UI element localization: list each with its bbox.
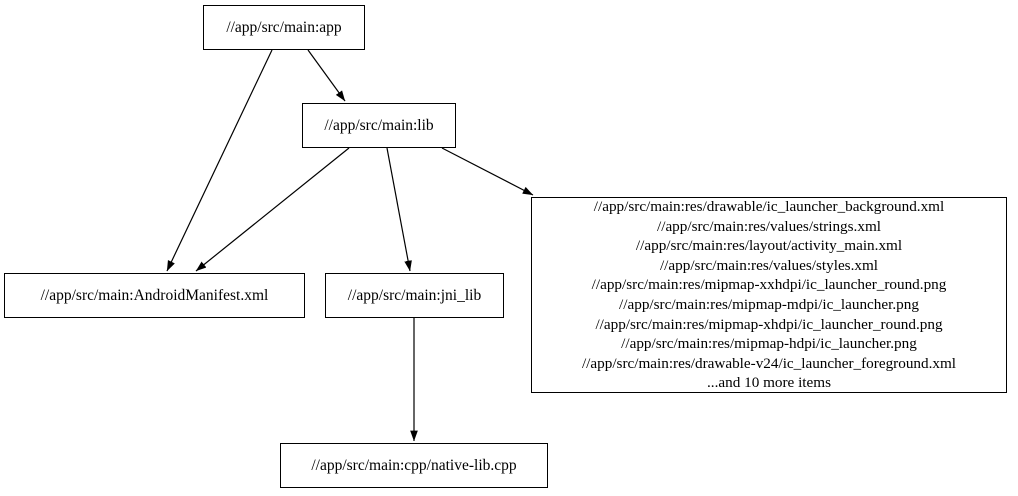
node-android-manifest-label: //app/src/main:AndroidManifest.xml	[40, 286, 269, 304]
resource-line: //app/src/main:res/drawable-v24/ic_launc…	[581, 354, 957, 372]
node-resources-line-list: //app/src/main:res/drawable/ic_launcher_…	[532, 197, 1006, 393]
node-jni-lib-label: //app/src/main:jni_lib	[347, 286, 482, 304]
resource-line: //app/src/main:res/mipmap-mdpi/ic_launch…	[619, 296, 919, 313]
node-android-manifest[interactable]: //app/src/main:AndroidManifest.xml	[4, 273, 305, 318]
node-lib[interactable]: //app/src/main:lib	[302, 103, 456, 148]
edge-lib-to-resources	[441, 147, 534, 196]
resource-line: //app/src/main:res/mipmap-xxhdpi/ic_laun…	[591, 276, 947, 294]
resource-line: //app/src/main:res/mipmap-hdpi/ic_launch…	[621, 335, 917, 353]
node-lib-label: //app/src/main:lib	[324, 116, 434, 134]
resource-line: //app/src/main:res/values/strings.xml	[657, 217, 881, 235]
edge-app-to-manifest	[166, 49, 273, 272]
edge-lib-to-jni-lib	[386, 147, 412, 272]
resource-line: //app/src/main:res/drawable/ic_launcher_…	[593, 198, 945, 216]
resource-line: //app/src/main:res/values/styles.xml	[659, 256, 879, 274]
resource-line: ...and 10 more items	[706, 374, 831, 392]
edge-app-to-lib	[307, 49, 346, 102]
node-native-lib-cpp[interactable]: //app/src/main:cpp/native-lib.cpp	[280, 443, 548, 488]
node-app-label: //app/src/main:app	[226, 18, 342, 36]
node-native-lib-cpp-label: //app/src/main:cpp/native-lib.cpp	[311, 456, 517, 474]
node-resources-list[interactable]: //app/src/main:res/drawable/ic_launcher_…	[531, 197, 1007, 393]
resource-line: //app/src/main:res/layout/activity_main.…	[635, 237, 903, 255]
node-app[interactable]: //app/src/main:app	[203, 5, 365, 50]
edge-lib-to-manifest	[195, 147, 350, 272]
node-jni-lib[interactable]: //app/src/main:jni_lib	[325, 273, 504, 318]
resource-line: //app/src/main:res/mipmap-xhdpi/ic_launc…	[595, 315, 943, 333]
